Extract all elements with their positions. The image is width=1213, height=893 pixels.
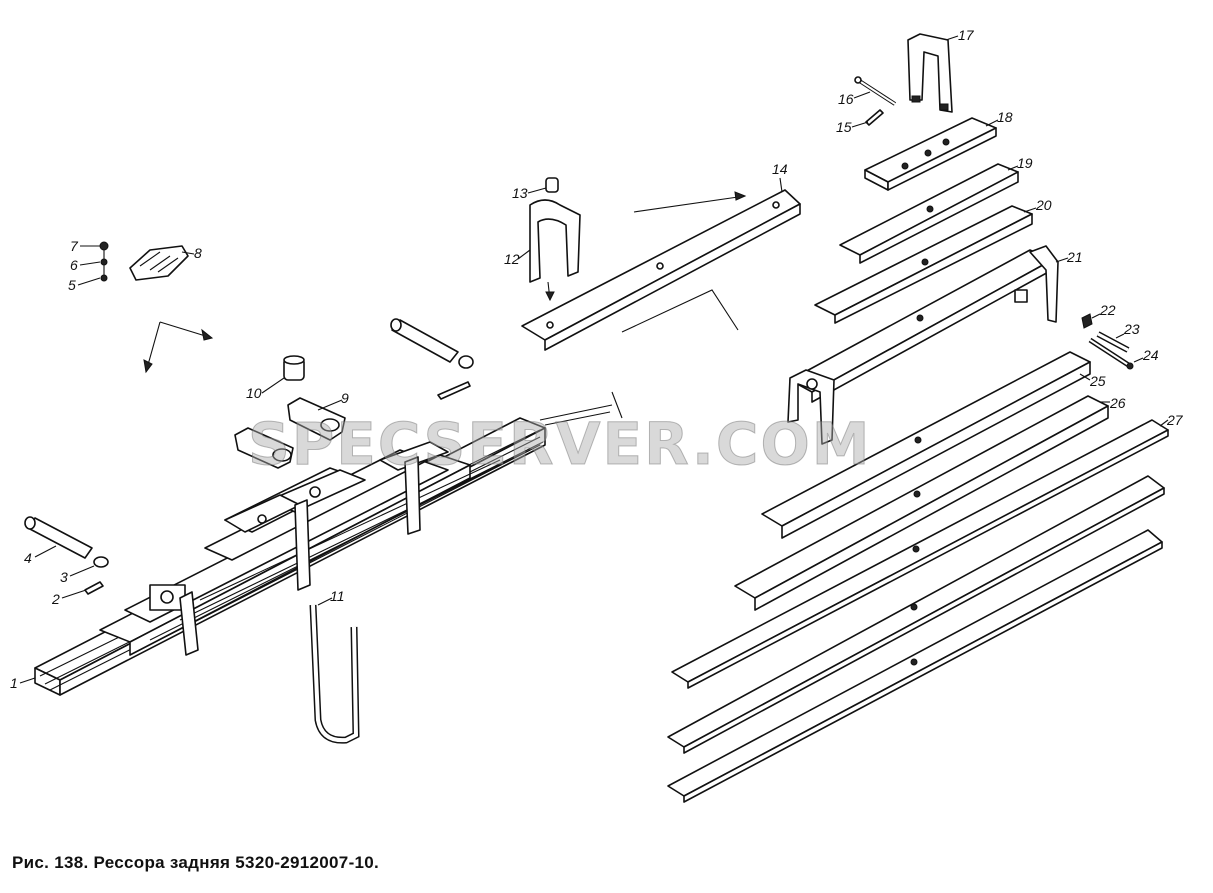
callout-13: 13 bbox=[512, 185, 528, 201]
callout-23: 23 bbox=[1123, 321, 1140, 337]
blocks-9-10 bbox=[234, 355, 346, 469]
callout-27: 27 bbox=[1166, 412, 1184, 428]
callout-6: 6 bbox=[70, 257, 78, 273]
callout-9: 9 bbox=[341, 390, 349, 406]
callout-14: 14 bbox=[772, 161, 788, 177]
callout-1: 1 bbox=[10, 675, 18, 691]
callout-16: 16 bbox=[838, 91, 854, 107]
callout-24: 24 bbox=[1142, 347, 1159, 363]
direction-arrows bbox=[143, 321, 214, 374]
callout-21: 21 bbox=[1066, 249, 1083, 265]
pin-part-4 bbox=[24, 516, 109, 595]
callout-18: 18 bbox=[997, 109, 1013, 125]
small-parts-5-8 bbox=[99, 241, 189, 282]
callout-12: 12 bbox=[504, 251, 520, 267]
callout-4: 4 bbox=[24, 550, 32, 566]
callout-20: 20 bbox=[1035, 197, 1052, 213]
bolts-22-24 bbox=[1081, 313, 1134, 370]
callout-labels: 1 2 3 4 5 6 7 8 9 10 11 12 13 14 15 16 1… bbox=[10, 27, 1184, 691]
callout-3: 3 bbox=[60, 569, 68, 585]
callout-22: 22 bbox=[1099, 302, 1116, 318]
callout-8: 8 bbox=[194, 245, 202, 261]
callout-26: 26 bbox=[1109, 395, 1126, 411]
callout-19: 19 bbox=[1017, 155, 1033, 171]
callout-17: 17 bbox=[958, 27, 975, 43]
plate-14 bbox=[521, 189, 801, 351]
watermark: SPECSERVER.COM bbox=[247, 410, 872, 479]
callout-15: 15 bbox=[836, 119, 852, 135]
callout-2: 2 bbox=[51, 591, 60, 607]
assembled-spring bbox=[34, 391, 623, 696]
pin-upper bbox=[390, 318, 474, 400]
callout-11: 11 bbox=[330, 588, 345, 604]
figure-caption: Рис. 138. Рессора задняя 5320-2912007-10… bbox=[12, 853, 380, 872]
callout-7: 7 bbox=[70, 238, 79, 254]
bracket-12-13 bbox=[529, 177, 581, 283]
leaves-19-21 bbox=[787, 163, 1059, 445]
parts-15-18 bbox=[854, 33, 997, 191]
u-bolts bbox=[208, 604, 360, 810]
callout-5: 5 bbox=[68, 277, 76, 293]
callout-25: 25 bbox=[1089, 373, 1106, 389]
callout-10: 10 bbox=[246, 385, 262, 401]
leaves-25-27 bbox=[667, 351, 1169, 803]
